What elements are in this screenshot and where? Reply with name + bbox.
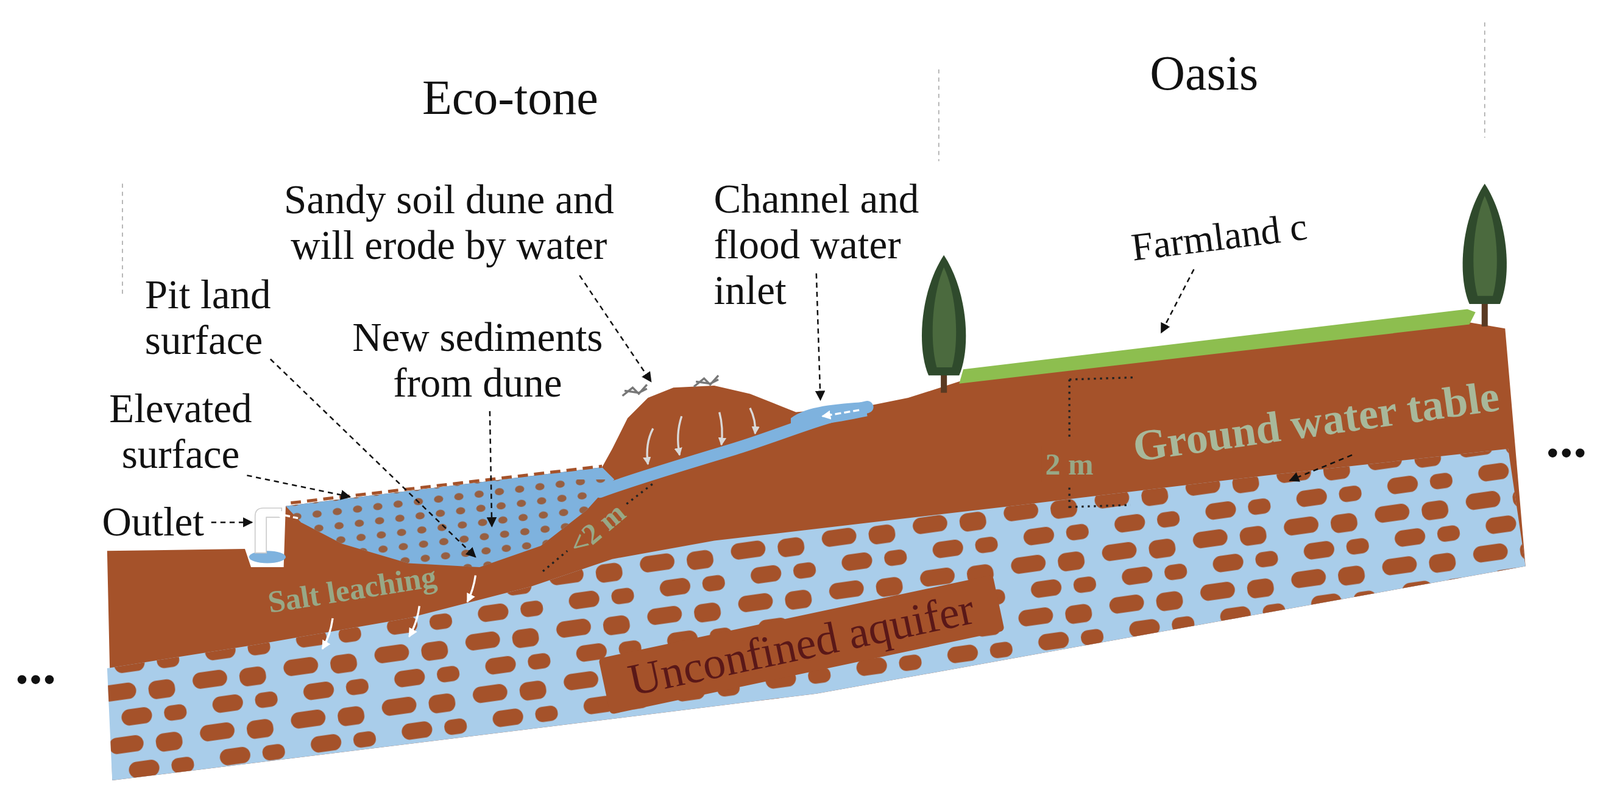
grass-tuft [622,375,719,396]
continuation-mark: ... [1545,408,1588,470]
erosion-arrows [647,408,755,465]
outlet-puddle [249,550,286,563]
callout-label: Channel and flood water inlet [713,176,933,314]
callout-label: Pit land surface [145,271,288,364]
inlet-pool [790,402,868,426]
poplar-tree [1462,183,1507,326]
pit-sediments [275,479,623,577]
poplar-tree [921,255,966,393]
soil-layer [107,322,1526,781]
continuation-mark: ... [15,634,57,697]
aquifer-gravel [107,449,1526,781]
callout-label: Outlet [101,499,204,546]
region-title: Eco-tone [422,70,599,126]
flow-arrow [275,513,298,518]
dimension-label: 2 m [1041,446,1098,483]
callout-label: Elevated surface [101,385,261,478]
aquifer-water [107,449,1526,781]
dimension-line [542,377,1133,572]
callout-label: Sandy soil dune and will erode by water [272,176,626,269]
callout-label: New sediments from dune [342,314,613,406]
flow-arrow [822,410,860,417]
farmland-strip [959,308,1476,384]
region-title: Oasis [1149,46,1259,102]
aquifer-band [598,575,1005,715]
elevated-surface-line [290,466,602,503]
outlet-pipe [255,508,283,554]
callout-label: Farmland c [1129,204,1310,269]
